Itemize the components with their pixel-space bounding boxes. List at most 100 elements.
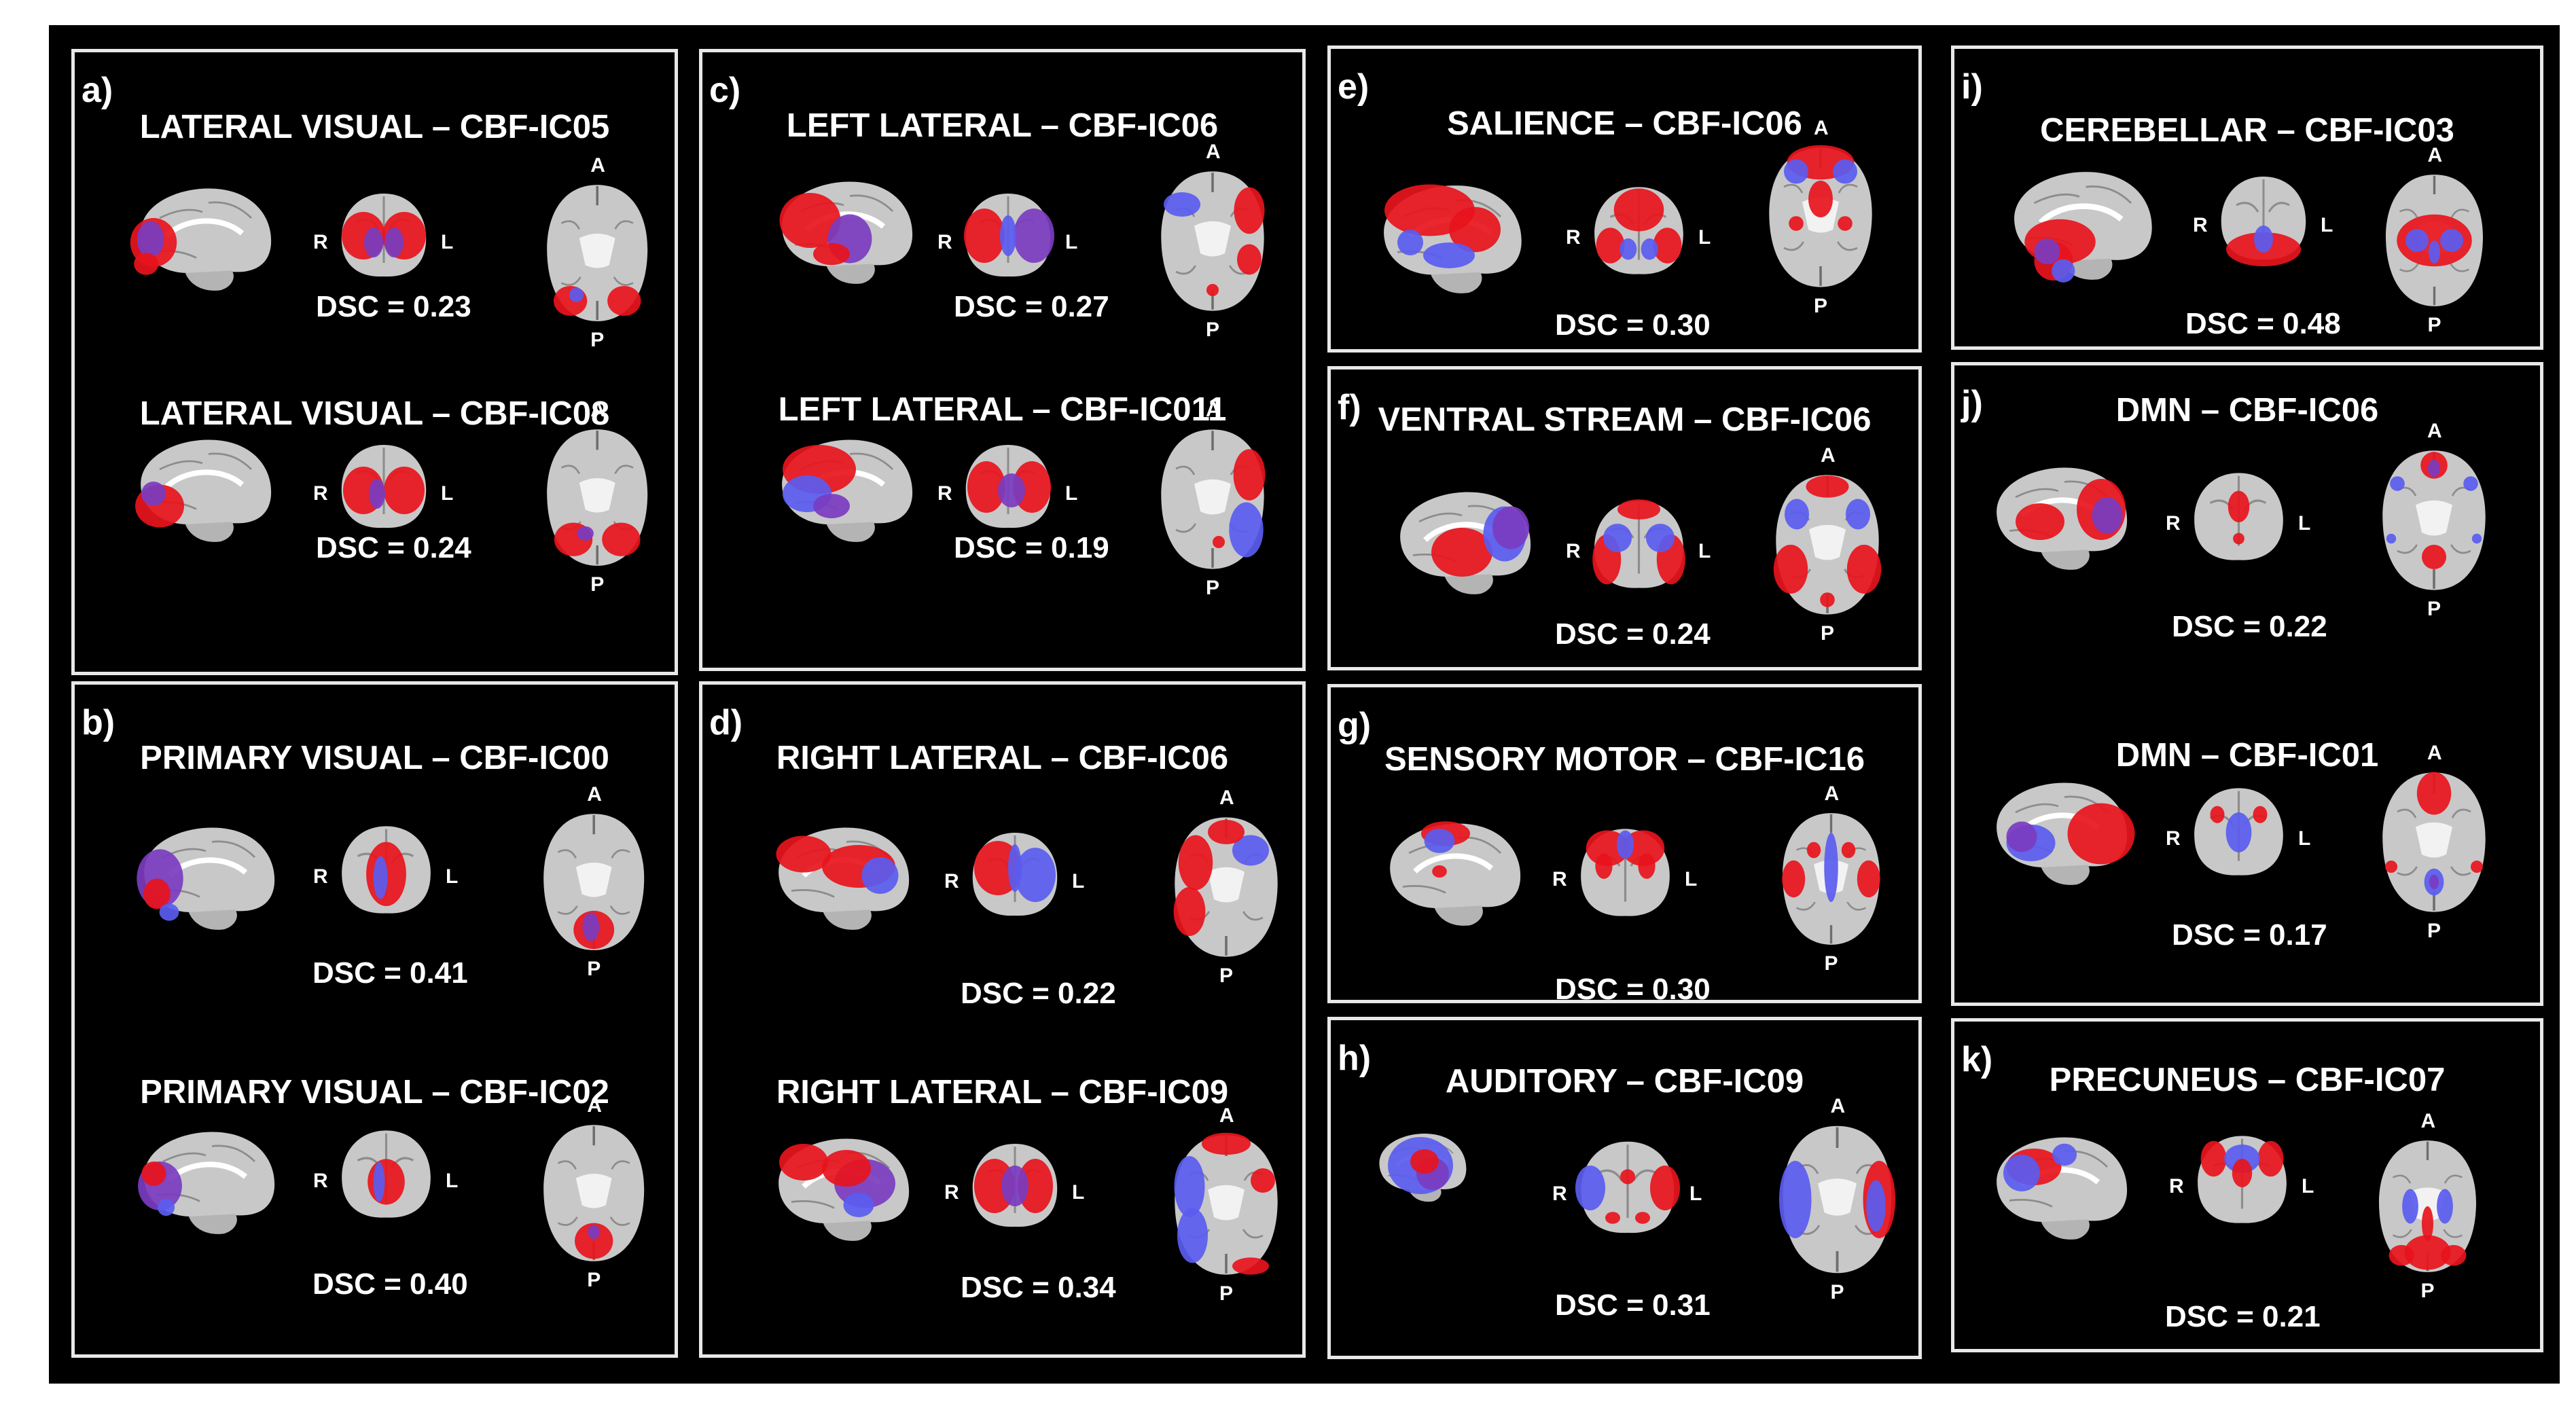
network-title: AUDITORY – CBF-IC09 — [1445, 1063, 1804, 1100]
activation-blob — [1638, 853, 1656, 879]
dsc-score: DSC = 0.24 — [1555, 617, 1711, 651]
network-title: DMN – CBF-IC06 — [2115, 392, 2379, 429]
sagittal-view — [1390, 821, 1521, 926]
orientation-right: R — [1566, 226, 1581, 249]
activation-blob — [373, 856, 388, 899]
axial-view — [1773, 475, 1882, 615]
orientation-anterior: A — [587, 1094, 602, 1117]
activation-blob — [1833, 159, 1857, 184]
sagittal-view — [2014, 172, 2152, 283]
axial-view — [1769, 145, 1872, 287]
coronal-view — [1594, 187, 1683, 274]
activation-blob — [2052, 259, 2075, 283]
panel-label: a) — [82, 71, 113, 110]
activation-blob — [2463, 476, 2478, 491]
dsc-score: DSC = 0.24 — [316, 531, 471, 564]
orientation-right: R — [313, 865, 328, 888]
activation-blob — [1808, 181, 1833, 217]
activation-blob — [1789, 216, 1804, 231]
orientation-left: L — [2302, 1175, 2314, 1198]
sagittal-view — [779, 181, 913, 284]
orientation-right: R — [944, 870, 959, 893]
activation-blob — [1806, 475, 1849, 498]
activation-blob — [2253, 806, 2268, 823]
activation-blob — [974, 1159, 1015, 1213]
activation-blob — [1423, 242, 1475, 268]
orientation-posterior: P — [587, 958, 601, 981]
activation-blob — [1824, 833, 1838, 902]
orientation-posterior: P — [1219, 965, 1234, 987]
coronal-view — [2198, 1136, 2287, 1223]
network-title: CEREBELLAR – CBF-IC03 — [2040, 112, 2454, 149]
activation-blob — [2257, 1140, 2284, 1177]
orientation-anterior: A — [1219, 1104, 1234, 1127]
activation-blob — [2200, 1140, 2227, 1177]
activation-blob — [2471, 533, 2482, 544]
panel-label: j) — [1961, 384, 1983, 423]
activation-blob — [1620, 1169, 1635, 1185]
axial-view — [543, 814, 645, 950]
activation-blob — [1603, 524, 1632, 552]
activation-blob — [2404, 1235, 2451, 1270]
activation-blob — [1779, 1161, 1812, 1238]
orientation-left: L — [446, 1170, 459, 1193]
panel-label: g) — [1338, 706, 1372, 745]
axial-view — [1782, 813, 1880, 945]
orientation-anterior: A — [1206, 141, 1221, 163]
activation-blob — [2437, 1189, 2453, 1224]
orientation-right: R — [944, 1181, 959, 1204]
activation-blob — [1015, 848, 1056, 902]
orientation-right: R — [1552, 1183, 1567, 1206]
activation-blob — [1782, 860, 1806, 898]
activation-blob — [1596, 228, 1625, 264]
orientation-anterior: A — [1824, 782, 1840, 805]
axial-view — [1174, 1132, 1278, 1275]
network-title: LEFT LATERAL – CBF-IC06 — [786, 107, 1219, 144]
orientation-posterior: P — [2427, 920, 2441, 942]
orientation-right: R — [1552, 868, 1567, 891]
sagittal-view — [1997, 467, 2128, 570]
activation-blob — [368, 1159, 405, 1205]
activation-blob — [1820, 592, 1835, 607]
network-title: LATERAL VISUAL – CBF-IC05 — [139, 109, 610, 145]
activation-blob — [1234, 187, 1265, 234]
network-title: VENTRAL STREAM – CBF-IC06 — [1378, 401, 1872, 438]
activation-blob — [1177, 1208, 1208, 1263]
activation-blob — [2429, 240, 2440, 264]
sagittal-view — [130, 188, 272, 291]
activation-blob — [607, 285, 641, 316]
orientation-posterior: P — [1830, 1281, 1844, 1303]
activation-blob — [364, 228, 383, 257]
activation-blob — [157, 1198, 175, 1216]
orientation-anterior: A — [2427, 742, 2442, 764]
orientation-left: L — [446, 865, 459, 888]
activation-blob — [1449, 206, 1501, 253]
dsc-score: DSC = 0.27 — [954, 290, 1109, 323]
activation-blob — [2232, 1159, 2253, 1187]
orientation-anterior: A — [590, 399, 605, 421]
activation-blob — [1174, 1156, 1205, 1217]
activation-blob — [1866, 1180, 1886, 1232]
activation-blob — [2402, 1189, 2418, 1224]
activation-blob — [1251, 1168, 1275, 1193]
activation-blob — [776, 835, 831, 873]
panel-label: k) — [1961, 1040, 1993, 1079]
axial-view — [1779, 1125, 1895, 1274]
orientation-anterior: A — [587, 783, 602, 806]
activation-blob — [1001, 1166, 1028, 1206]
coronal-view — [964, 194, 1054, 277]
coronal-view — [1581, 829, 1670, 916]
sagittal-view — [1384, 184, 1522, 293]
orientation-right: R — [2166, 512, 2181, 535]
axial-view — [1161, 171, 1265, 311]
activation-blob — [2422, 1206, 2433, 1241]
